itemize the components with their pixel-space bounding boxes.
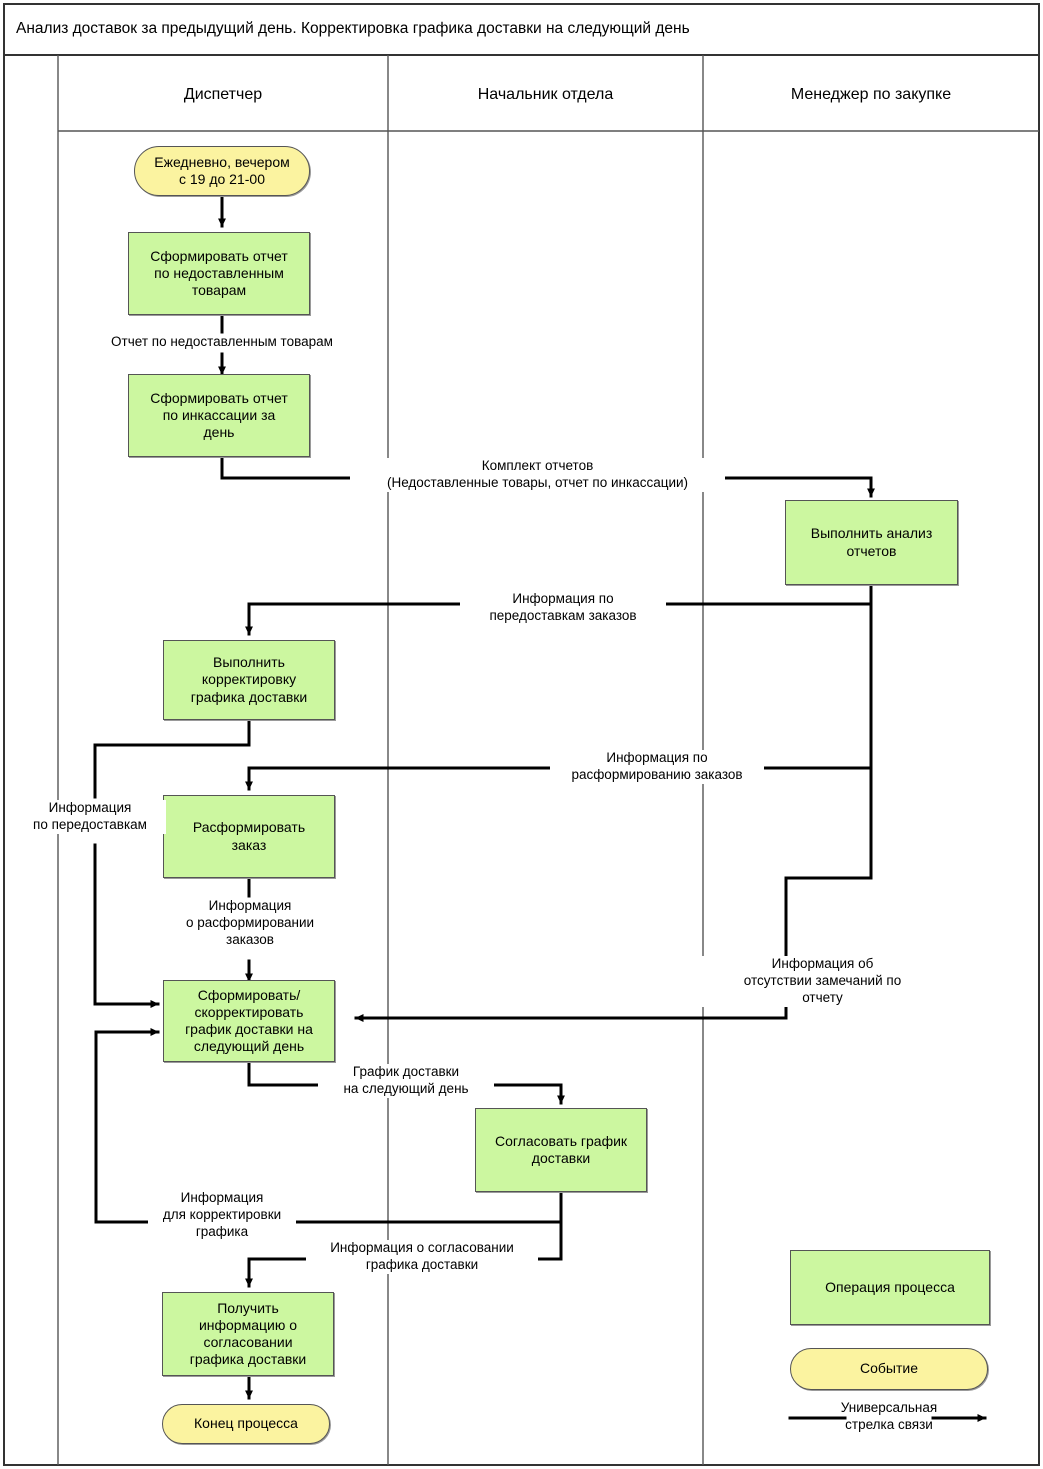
- node-label: Ежедневно, вечером с 19 до 21-00: [154, 153, 290, 187]
- node-label: Получить информацию о согласовании графи…: [189, 1299, 307, 1368]
- node-label: Сформировать отчет по инкассации за день: [150, 389, 288, 441]
- lane-header-purchase: Менеджер по закупке: [703, 58, 1039, 131]
- edge-label-disband-info: Информация по расформированию заказов: [550, 750, 764, 784]
- legend-event-shape: Событие: [790, 1348, 988, 1390]
- legend-event-label: Событие: [860, 1360, 918, 1377]
- node-label: Сформировать отчет по недоставленным тов…: [150, 247, 288, 299]
- legend-arrow-label: Универсальная стрелка связи: [840, 1400, 938, 1432]
- node-label: Сформировать/ скорректировать график дос…: [185, 986, 313, 1055]
- node-label: Согласовать график доставки: [494, 1132, 628, 1166]
- edge-label-next-day-schedule: График доставки на следующий день: [318, 1064, 494, 1098]
- node-analyze-reports[interactable]: Выполнить анализ отчетов: [785, 500, 958, 585]
- node-adjust-schedule[interactable]: Выполнить корректировку графика доставки: [163, 640, 335, 720]
- edge-label-redelivery-feedback: Информация по передоставкам: [14, 800, 166, 834]
- lane-label: Диспетчер: [183, 85, 263, 103]
- edge-label-redelivery-info: Информация по передоставкам заказов: [460, 591, 666, 625]
- node-receive-approval[interactable]: Получить информацию о согласовании графи…: [162, 1292, 334, 1376]
- node-report-collection[interactable]: Сформировать отчет по инкассации за день: [128, 374, 310, 457]
- node-disband-order[interactable]: Расформировать заказ: [163, 795, 335, 878]
- node-label: Расформировать заказ: [192, 819, 306, 853]
- edge-label-report-package: Комплект отчетов (Недоставленные товары,…: [350, 458, 725, 492]
- legend-process-label: Операция процесса: [825, 1278, 955, 1295]
- legend-process-shape: Операция процесса: [790, 1250, 990, 1325]
- node-approve-schedule[interactable]: Согласовать график доставки: [475, 1108, 647, 1192]
- node-label: Конец процесса: [194, 1415, 298, 1432]
- edge-label-disband-result: Информация о расформировании заказов: [150, 898, 350, 949]
- node-end-event[interactable]: Конец процесса: [162, 1404, 330, 1444]
- lane-header-dispatcher: Диспетчер: [58, 58, 388, 131]
- edge-label-correction-info: Информация для корректировки графика: [148, 1190, 296, 1241]
- node-create-next-day-schedule[interactable]: Сформировать/ скорректировать график дос…: [163, 980, 335, 1062]
- node-label: Выполнить анализ отчетов: [810, 525, 933, 559]
- lane-label: Начальник отдела: [477, 85, 614, 103]
- edge-label-approval-info: Информация о согласовании графика достав…: [306, 1240, 538, 1274]
- node-report-undelivered[interactable]: Сформировать отчет по недоставленным тов…: [128, 232, 310, 315]
- edge-label-undelivered-report: Отчет по недоставленным товарам: [72, 334, 372, 351]
- lane-header-head: Начальник отдела: [388, 58, 703, 131]
- edge-label-no-remarks: Информация об отсутствии замечаний по от…: [700, 956, 945, 1007]
- node-start-event[interactable]: Ежедневно, вечером с 19 до 21-00: [134, 146, 310, 196]
- node-label: Выполнить корректировку графика доставки: [190, 654, 308, 705]
- page-title: Анализ доставок за предыдущий день. Корр…: [16, 20, 690, 37]
- lane-label: Менеджер по закупке: [790, 85, 952, 103]
